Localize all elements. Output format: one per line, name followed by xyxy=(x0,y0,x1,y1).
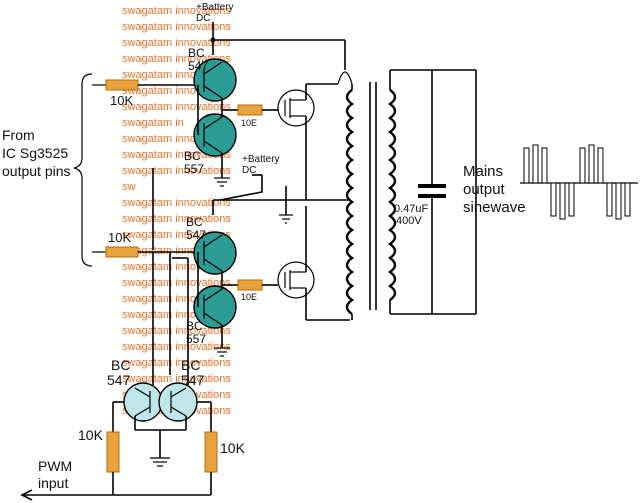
transformer-primary xyxy=(345,89,355,315)
transistor-label: BC xyxy=(188,46,205,60)
pwm-waveform xyxy=(520,144,638,220)
battery-label: DC xyxy=(242,165,256,176)
transistor-label: 547 xyxy=(107,372,131,388)
watermark-text: swagatam innovations xyxy=(122,341,231,353)
transistor-label: BC xyxy=(181,357,200,373)
transistor-collector xyxy=(170,387,187,398)
transistor-label: 547 xyxy=(186,228,206,242)
transistor-collector xyxy=(203,288,223,302)
transistor-label: BC xyxy=(184,149,201,163)
battery-label: DC xyxy=(196,13,210,24)
watermark-text: swagatam innovations xyxy=(122,101,231,113)
watermark-text: swagatam innovations xyxy=(122,165,231,177)
transistor-collector xyxy=(203,116,223,130)
watermark-text: sw xyxy=(122,181,136,193)
watermark-text: swagatam innovations xyxy=(122,357,231,369)
transistor-bc547-pwm-right xyxy=(158,382,198,422)
transistor-emitter xyxy=(134,406,151,417)
output-label: Mains xyxy=(463,163,503,180)
pwm-arrow xyxy=(20,489,33,501)
watermark-text: swagatam innovations xyxy=(122,21,231,33)
transistor-label: 547 xyxy=(181,372,205,388)
pwm-label: PWM xyxy=(38,458,72,474)
resistor-10k-mid xyxy=(105,246,139,258)
from-ic-label: IC Sg3525 xyxy=(2,145,68,161)
ground-symbol xyxy=(150,457,170,467)
primary-top-lead xyxy=(337,71,353,85)
input-brace xyxy=(73,73,93,267)
transistor-emitter xyxy=(170,406,187,417)
transistor-label: BC xyxy=(111,357,130,373)
resistor-label: 10K xyxy=(108,230,131,245)
transistor-emitter xyxy=(203,258,223,272)
transistor-label: 557 xyxy=(184,162,204,176)
resistor-10k-left xyxy=(106,431,120,473)
gate-resistor-10e-bottom xyxy=(237,279,263,291)
transistor-collector xyxy=(203,234,223,248)
watermark-text: swagatam innovations xyxy=(122,213,231,225)
transistor-emitter xyxy=(203,312,223,326)
resistor-label: 10K xyxy=(220,440,246,456)
resistor-10k-top xyxy=(105,79,139,91)
watermark-text: swagatam innovations xyxy=(122,277,231,289)
transistor-emitter xyxy=(203,85,223,99)
mosfet-upper xyxy=(277,89,315,127)
resistor-label: 10E xyxy=(241,118,257,128)
from-ic-label: output pins xyxy=(2,163,71,179)
pwm-label: input xyxy=(38,475,68,491)
mosfet-lower xyxy=(277,261,315,299)
resistor-10k-right xyxy=(204,431,218,473)
ground-symbol xyxy=(214,177,230,187)
watermark-text: swagatam innovations xyxy=(122,37,231,49)
transformer-secondary xyxy=(387,89,397,301)
ground-symbol xyxy=(279,214,293,224)
resistor-label: 10K xyxy=(110,93,133,108)
watermark-text: swagatam innovations xyxy=(122,5,231,17)
watermark-text: swagatam in xyxy=(122,117,184,129)
watermark-stack: swagatam innovations swagatam innovation… xyxy=(122,5,231,417)
transistor-bc547-pwm-left xyxy=(123,382,163,422)
watermark-text: swagatam innovations xyxy=(122,325,231,337)
battery-label: +Battery xyxy=(196,2,234,13)
ground-symbol xyxy=(214,347,230,357)
from-ic-label: From xyxy=(2,127,35,143)
transistor-emitter xyxy=(203,140,223,154)
transistor-label: 557 xyxy=(186,332,206,346)
resistor-label: 10K xyxy=(78,427,104,443)
transistor-collector xyxy=(203,61,223,75)
transistor-label: BC xyxy=(186,319,203,333)
battery-arrow xyxy=(219,175,263,201)
transistor-collector xyxy=(134,387,151,398)
watermark-text: swagatam innovations xyxy=(122,197,231,209)
output-label: output xyxy=(463,181,506,198)
battery-label: +Battery xyxy=(242,154,280,165)
transistor-label: BC xyxy=(186,215,203,229)
resistor-label: 10E xyxy=(241,292,257,302)
output-label: sinewave xyxy=(463,199,526,216)
watermark-text: swagatam innovations xyxy=(122,373,231,385)
gate-resistor-10e-top xyxy=(237,104,263,116)
transistor-label: 547 xyxy=(188,59,208,73)
capacitor-label: 0.47uF xyxy=(394,203,429,215)
capacitor-label: 400V xyxy=(396,215,422,227)
